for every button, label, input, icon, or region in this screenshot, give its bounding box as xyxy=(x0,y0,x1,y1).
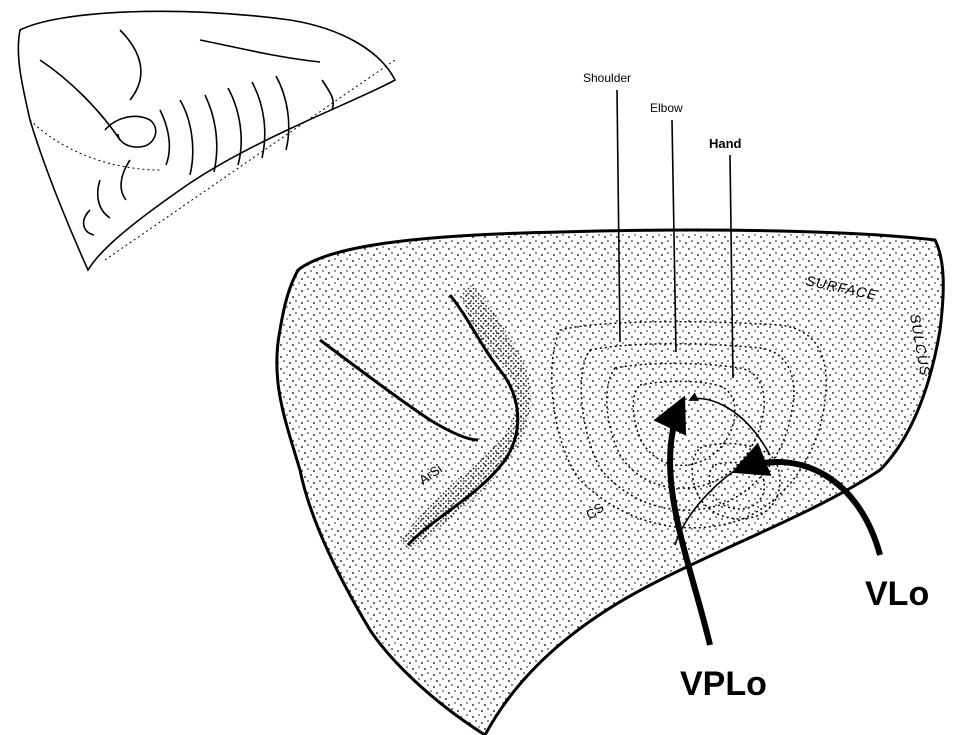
hand-label: Hand xyxy=(709,136,742,151)
vlo-label: VLo xyxy=(865,575,929,613)
cortex-outline xyxy=(277,230,944,735)
elbow-label: Elbow xyxy=(650,101,683,115)
cortex-surface xyxy=(277,230,944,735)
shoulder-label: Shoulder xyxy=(583,71,631,85)
vplo-label: VPLo xyxy=(680,665,767,703)
inset-brain-sketch xyxy=(18,11,395,270)
